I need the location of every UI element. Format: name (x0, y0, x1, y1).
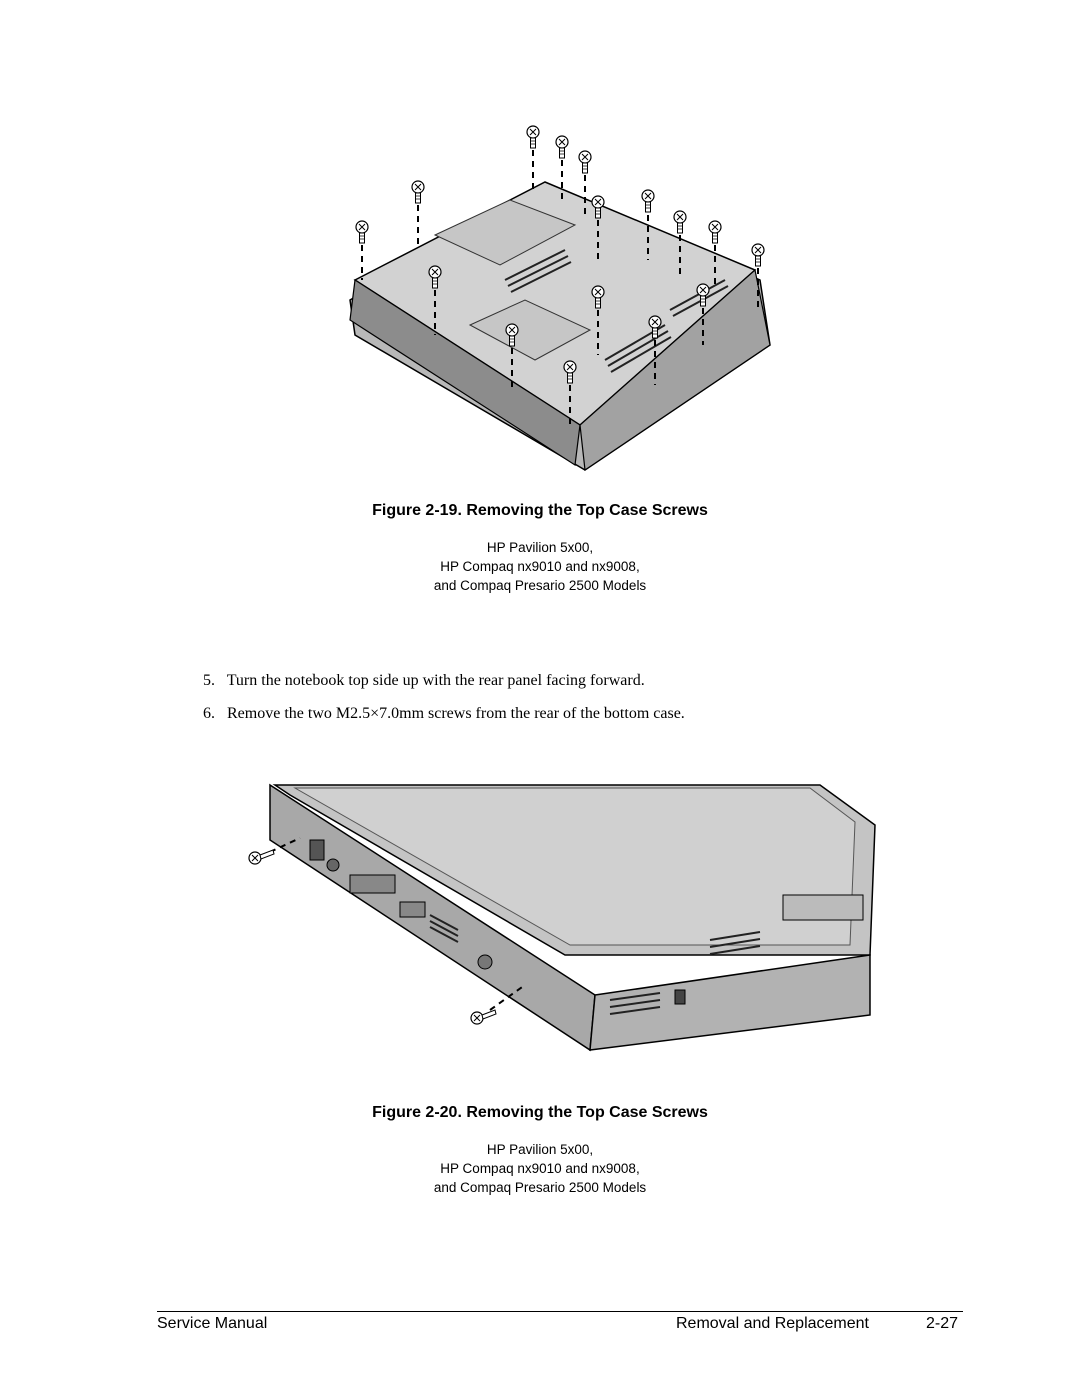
step-text: Turn the notebook top side up with the r… (226, 672, 645, 689)
footer-section-title: Removal and Replacement (676, 1315, 869, 1332)
step-6: 6. Remove the two M2.5×7.0mm screws from… (203, 705, 685, 723)
model-line: and Compaq Presario 2500 Models (433, 1180, 647, 1195)
figure-2-19-models: HP Pavilion 5x00, HP Compaq nx9010 and n… (0, 538, 1080, 595)
model-line: HP Pavilion 5x00, (486, 1142, 594, 1157)
model-line: and Compaq Presario 2500 Models (433, 578, 647, 593)
figure-2-19-caption: Figure 2-19. Removing the Top Case Screw… (372, 502, 708, 519)
footer-rule (157, 1311, 963, 1312)
step-number: 5. (203, 672, 215, 689)
figure-2-20-caption: Figure 2-20. Removing the Top Case Screw… (372, 1104, 708, 1121)
step-number: 6. (203, 705, 215, 722)
figure-bottom-case-illustration (349, 125, 771, 472)
figure-rear-case-illustration (248, 783, 876, 1052)
footer-manual-title: Service Manual (157, 1315, 268, 1332)
footer-page-number: 2-27 (926, 1315, 959, 1332)
model-line: HP Compaq nx9010 and nx9008, (440, 559, 640, 574)
model-line: HP Compaq nx9010 and nx9008, (440, 1161, 640, 1176)
figure-2-20-models: HP Pavilion 5x00, HP Compaq nx9010 and n… (0, 1140, 1080, 1197)
step-text: Remove the two M2.5×7.0mm screws from th… (227, 705, 685, 722)
model-line: HP Pavilion 5x00, (486, 540, 594, 555)
step-5: 5. Turn the notebook top side up with th… (203, 672, 645, 690)
